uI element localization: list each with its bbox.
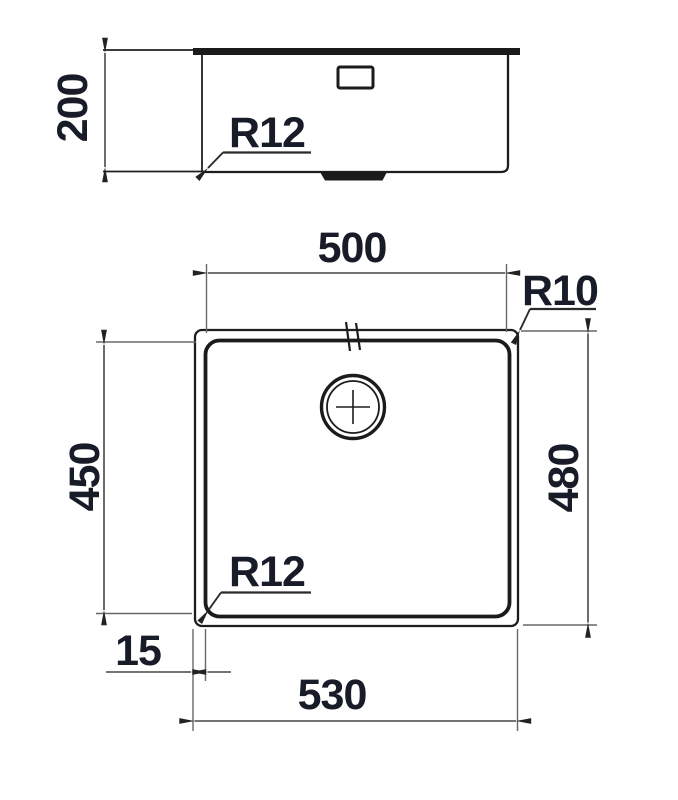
drain-hole xyxy=(319,373,387,441)
overflow-tick-left xyxy=(344,321,352,352)
side-bowl-right-wall-and-bottom xyxy=(203,55,510,174)
dim480-label: 480 xyxy=(540,444,588,513)
dim450-label: 450 xyxy=(61,443,109,512)
side-drain-boss xyxy=(320,172,387,181)
dim530-label: 530 xyxy=(298,671,367,719)
r12-plan-label: R12 xyxy=(229,548,305,596)
r10-label: R10 xyxy=(522,267,598,315)
side-bowl-radius-label: R12 xyxy=(229,109,305,157)
plan-view: 500 R10 450 480 R12 15 530 xyxy=(61,224,599,731)
drain-inner-circle xyxy=(326,380,380,434)
side-elevation-view: 200 R12 xyxy=(49,37,520,183)
dim15-label: 15 xyxy=(115,627,161,675)
side-height-dimension-label: 200 xyxy=(49,74,97,143)
overflow-tick-right xyxy=(354,322,362,351)
drain-outer-circle xyxy=(319,373,387,441)
side-radius-leader-arrow xyxy=(195,151,224,181)
r10-leader-arrow xyxy=(510,308,531,345)
r12-plan-leader-arrow xyxy=(197,591,222,625)
side-overflow-opening xyxy=(336,65,375,90)
dim500-label: 500 xyxy=(318,224,387,272)
